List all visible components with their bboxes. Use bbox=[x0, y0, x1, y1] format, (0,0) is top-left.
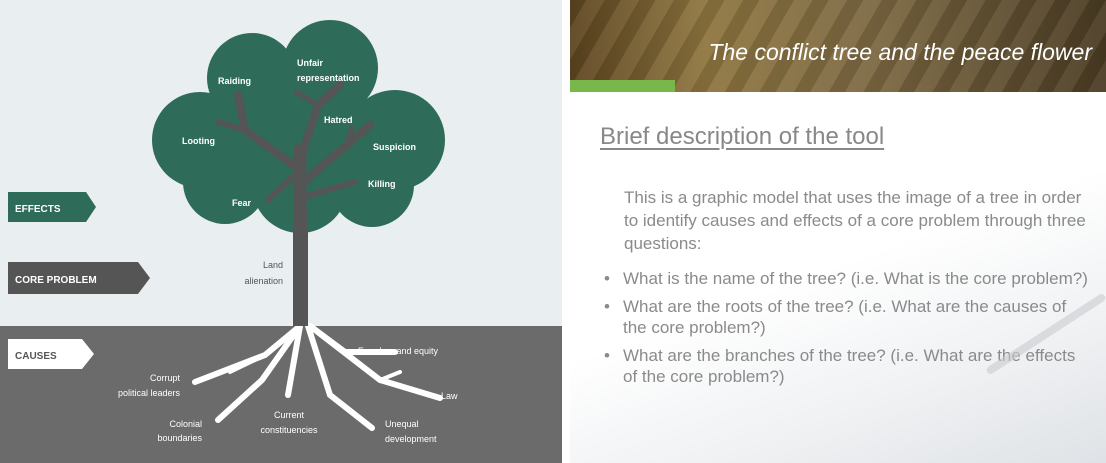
banner-texture bbox=[570, 0, 1106, 92]
effect-hatred: Hatred bbox=[324, 115, 353, 125]
core-problem-section-label: CORE PROBLEM bbox=[15, 275, 97, 286]
effects-section-label: EFFECTS bbox=[15, 204, 61, 215]
intro-paragraph: This is a graphic model that uses the im… bbox=[624, 188, 1086, 253]
question-text: What are the roots of the tree? (i.e. Wh… bbox=[623, 297, 1067, 337]
cause-corrupt-line1: Corrupt bbox=[150, 373, 181, 383]
root-unequal bbox=[305, 323, 375, 431]
slide-heading: Brief description of the tool bbox=[600, 123, 885, 150]
cause-labels: Freedom and equity Corrupt political lea… bbox=[118, 346, 458, 444]
banner-accent-strip bbox=[570, 80, 675, 92]
cause-freedom: Freedom and equity bbox=[358, 346, 439, 356]
core-label-line1: Land bbox=[263, 260, 283, 270]
cause-current-line2: constituencies bbox=[260, 425, 318, 435]
cause-current-line1: Current bbox=[274, 410, 305, 420]
causes-section-label: CAUSES bbox=[15, 351, 57, 362]
slide-title: The conflict tree and the peace flower bbox=[708, 39, 1092, 65]
effect-unfair-line2: representation bbox=[297, 73, 360, 83]
question-list: • What is the name of the tree? (i.e. Wh… bbox=[602, 268, 1092, 394]
core-problem-label: Land alienation bbox=[244, 260, 283, 286]
list-item: • What are the branches of the tree? (i.… bbox=[602, 345, 1092, 387]
effect-unfair-line1: Unfair bbox=[297, 58, 324, 68]
question-text: What is the name of the tree? (i.e. What… bbox=[623, 269, 1088, 288]
cause-colonial-line1: Colonial bbox=[169, 419, 202, 429]
effect-killing: Killing bbox=[368, 179, 396, 189]
tree-trunk bbox=[215, 81, 374, 326]
question-text: What are the branches of the tree? (i.e.… bbox=[623, 346, 1076, 386]
effect-labels: Raiding Unfair representation Hatred Loo… bbox=[182, 58, 416, 208]
root-current bbox=[285, 323, 303, 398]
effect-suspicion: Suspicion bbox=[373, 142, 416, 152]
title-banner: The conflict tree and the peace flower bbox=[570, 0, 1106, 92]
root-corrupt-branch bbox=[228, 353, 267, 374]
cause-law: Law bbox=[441, 391, 458, 401]
root-law-branch bbox=[378, 370, 402, 382]
effect-looting: Looting bbox=[182, 136, 215, 146]
bullet: • bbox=[604, 346, 610, 365]
roots bbox=[192, 323, 443, 431]
section-arrows bbox=[8, 192, 150, 369]
conflict-tree-diagram: EFFECTS CORE PROBLEM CAUSES Raiding Unfa… bbox=[0, 0, 562, 463]
conflict-tree-svg: EFFECTS CORE PROBLEM CAUSES Raiding Unfa… bbox=[0, 20, 562, 463]
bullet: • bbox=[604, 297, 610, 316]
list-item: • What is the name of the tree? (i.e. Wh… bbox=[602, 268, 1092, 289]
cause-unequal-line2: development bbox=[385, 434, 437, 444]
cause-corrupt-line2: political leaders bbox=[118, 388, 181, 398]
effect-fear: Fear bbox=[232, 198, 252, 208]
effect-raiding: Raiding bbox=[218, 76, 251, 86]
bullet: • bbox=[604, 269, 610, 288]
effects-arrow bbox=[8, 192, 96, 222]
causes-arrow bbox=[8, 339, 94, 369]
core-problem-arrow bbox=[8, 262, 150, 294]
root-colonial bbox=[215, 323, 303, 423]
core-label-line2: alienation bbox=[244, 276, 283, 286]
list-item: • What are the roots of the tree? (i.e. … bbox=[602, 296, 1092, 338]
slide-panel: The conflict tree and the peace flower B… bbox=[570, 0, 1106, 463]
cause-colonial-line2: boundaries bbox=[157, 433, 202, 443]
cause-unequal-line1: Unequal bbox=[385, 419, 419, 429]
